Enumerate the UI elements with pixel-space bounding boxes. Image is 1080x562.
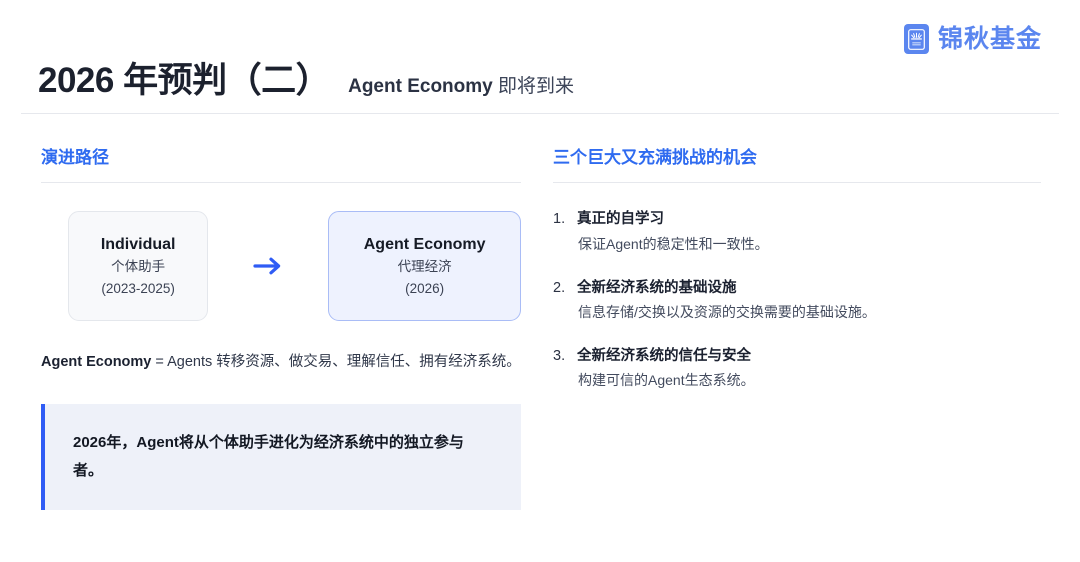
- flow-box-individual-title: Individual: [100, 235, 176, 253]
- definition-line: Agent Economy = Agents 转移资源、做交易、理解信任、拥有经…: [41, 350, 521, 375]
- evolution-flow: Individual 个体助手 (2023-2025) Agent Econom…: [41, 211, 521, 322]
- key-takeaway-callout: 2026年，Agent将从个体助手进化为经济系统中的独立参与者。: [41, 403, 521, 511]
- arrow-right-icon: [253, 255, 283, 277]
- flow-box-individual-subtitle: 个体助手: [111, 259, 166, 275]
- flow-box-agent-economy-subtitle: 代理经济: [397, 259, 452, 275]
- flow-box-agent-economy-title: Agent Economy: [363, 235, 486, 253]
- right-section-title: 三个巨大又充满挑战的机会: [553, 148, 757, 167]
- flow-box-agent-economy: Agent Economy 代理经济 (2026): [328, 211, 521, 322]
- list-item-heading: 全新经济系统的基础设施: [577, 279, 737, 296]
- list-item: 1. 真正的自学习 保证Agent的稳定性和一致性。: [553, 208, 1041, 255]
- brand-name: 锦秋基金: [937, 24, 1042, 53]
- brand-logo: 锦秋基金: [903, 24, 1042, 54]
- flow-box-individual: Individual 个体助手 (2023-2025): [68, 211, 209, 322]
- key-takeaway-text: 2026年，Agent将从个体助手进化为经济系统中的独立参与者。: [73, 433, 464, 479]
- opportunity-list: 1. 真正的自学习 保证Agent的稳定性和一致性。 2. 全新经济系统的基础设…: [553, 208, 1041, 391]
- list-item-description: 信息存储/交换以及资源的交换需要的基础设施。: [578, 304, 876, 321]
- flow-box-agent-economy-years: (2026): [405, 281, 445, 297]
- list-item-heading: 真正的自学习: [577, 211, 664, 228]
- page-header: 2026 年预判（二） Agent Economy 即将到来: [38, 52, 574, 103]
- list-item-description: 保证Agent的稳定性和一致性。: [578, 235, 769, 252]
- definition-text: = Agents 转移资源、做交易、理解信任、拥有经济系统。: [151, 354, 521, 371]
- list-item: 2. 全新经济系统的基础设施 信息存储/交换以及资源的交换需要的基础设施。: [553, 277, 1041, 324]
- left-column: 演进路径 Individual 个体助手 (2023-2025) Agent E…: [41, 148, 521, 511]
- page-subtitle: Agent Economy 即将到来: [348, 71, 574, 98]
- page-subtitle-en: Agent Economy: [348, 76, 493, 97]
- list-item-body: 全新经济系统的基础设施 信息存储/交换以及资源的交换需要的基础设施。: [577, 277, 1041, 324]
- right-section-divider: [553, 182, 1041, 184]
- list-item-number: 1.: [553, 211, 566, 228]
- flow-box-individual-years: (2023-2025): [101, 281, 175, 297]
- list-item: 3. 全新经济系统的信任与安全 构建可信的Agent生态系统。: [553, 345, 1041, 392]
- list-item-description: 构建可信的Agent生态系统。: [578, 372, 755, 389]
- definition-term: Agent Economy: [41, 354, 152, 371]
- list-item-number: 2.: [553, 279, 566, 296]
- right-column: 三个巨大又充满挑战的机会 1. 真正的自学习 保证Agent的稳定性和一致性。 …: [553, 148, 1041, 413]
- list-item-heading: 全新经济系统的信任与安全: [577, 347, 751, 364]
- list-item-body: 真正的自学习 保证Agent的稳定性和一致性。: [577, 208, 1041, 255]
- page-subtitle-cn: 即将到来: [498, 76, 575, 97]
- list-item-body: 全新经济系统的信任与安全 构建可信的Agent生态系统。: [577, 345, 1041, 392]
- left-section-divider: [41, 182, 521, 184]
- list-item-number: 3.: [553, 347, 566, 364]
- left-section-title: 演进路径: [41, 148, 109, 167]
- fund-logo-icon: [903, 24, 929, 54]
- page-title: 2026 年预判（二）: [38, 61, 331, 100]
- header-divider: [21, 113, 1059, 114]
